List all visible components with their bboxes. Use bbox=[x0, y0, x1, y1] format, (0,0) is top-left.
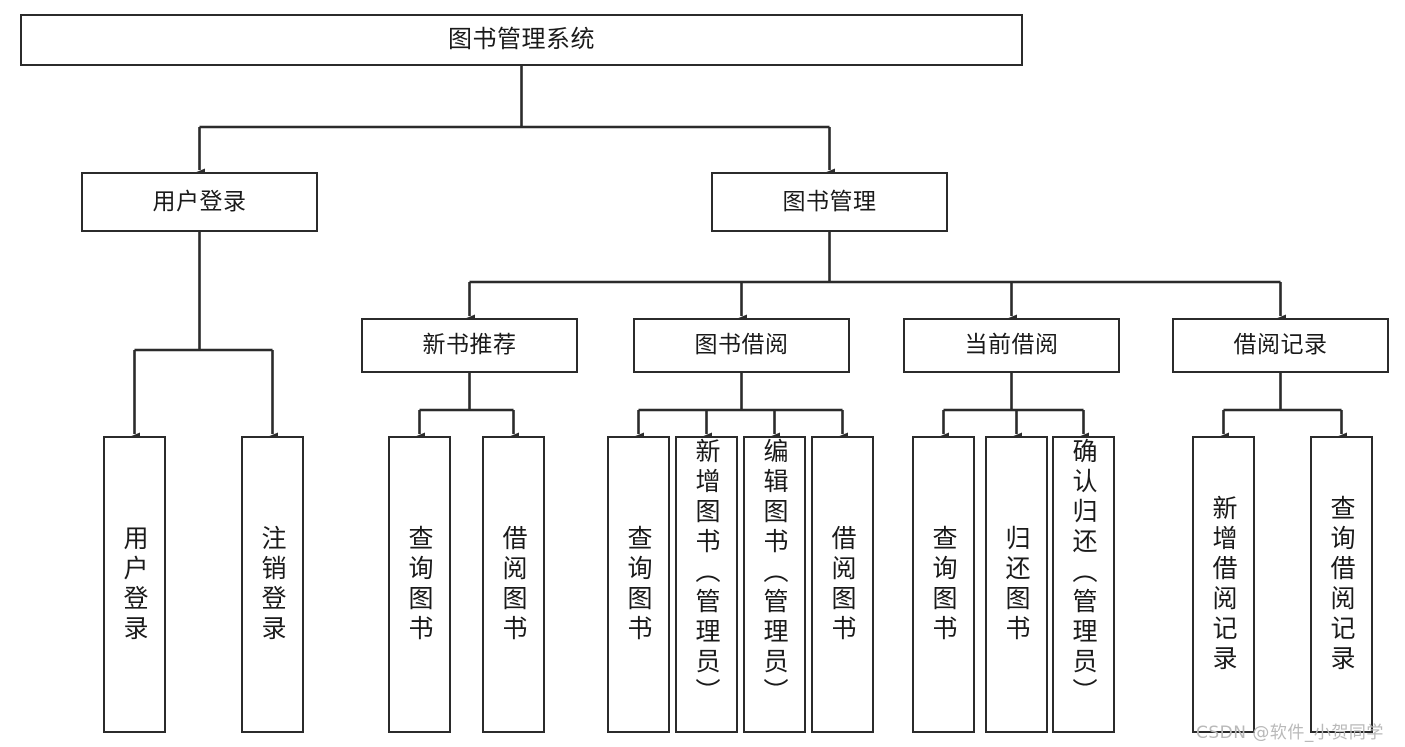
leaf-user-logout-label: 注销登录 bbox=[258, 524, 287, 645]
node-book-manage[interactable]: 图书管理 bbox=[711, 172, 948, 232]
node-current-borrow[interactable]: 当前借阅 bbox=[903, 318, 1120, 373]
leaf-borrow-book-1[interactable]: 借阅图书 bbox=[482, 436, 545, 733]
node-book-borrow-label: 图书借阅 bbox=[694, 332, 789, 359]
leaf-add-book[interactable]: 新增图书（管理员） bbox=[675, 436, 738, 733]
leaf-borrow-book-1-label: 借阅图书 bbox=[499, 524, 528, 645]
leaf-query-record-label: 查询借阅记录 bbox=[1327, 494, 1356, 675]
leaf-add-book-label: 新增图书（管理员） bbox=[692, 438, 721, 708]
leaf-user-login-label: 用户登录 bbox=[120, 524, 149, 645]
leaf-query-book-2-label: 查询图书 bbox=[624, 524, 653, 645]
node-borrow-record-label: 借阅记录 bbox=[1233, 332, 1328, 359]
node-user-login-label: 用户登录 bbox=[152, 188, 247, 215]
leaf-query-book-3-label: 查询图书 bbox=[929, 524, 958, 645]
csdn-watermark: CSDN @软件_小贺同学 bbox=[1196, 723, 1384, 743]
leaf-user-login[interactable]: 用户登录 bbox=[103, 436, 166, 733]
leaf-user-logout[interactable]: 注销登录 bbox=[241, 436, 304, 733]
leaf-borrow-book-2-label: 借阅图书 bbox=[828, 524, 857, 645]
leaf-query-book-3[interactable]: 查询图书 bbox=[912, 436, 975, 733]
node-new-book-recommend-label: 新书推荐 bbox=[422, 332, 517, 359]
leaf-add-record[interactable]: 新增借阅记录 bbox=[1192, 436, 1255, 733]
node-current-borrow-label: 当前借阅 bbox=[964, 332, 1059, 359]
node-borrow-record[interactable]: 借阅记录 bbox=[1172, 318, 1389, 373]
leaf-return-book-label: 归还图书 bbox=[1002, 524, 1031, 645]
leaf-confirm-return-label: 确认归还（管理员） bbox=[1069, 438, 1098, 708]
leaf-confirm-return[interactable]: 确认归还（管理员） bbox=[1052, 436, 1115, 733]
node-book-manage-label: 图书管理 bbox=[782, 188, 877, 215]
node-book-borrow[interactable]: 图书借阅 bbox=[633, 318, 850, 373]
leaf-query-book-1-label: 查询图书 bbox=[405, 524, 434, 645]
leaf-query-record[interactable]: 查询借阅记录 bbox=[1310, 436, 1373, 733]
leaf-edit-book-label: 编辑图书（管理员） bbox=[760, 438, 789, 708]
leaf-query-book-2[interactable]: 查询图书 bbox=[607, 436, 670, 733]
node-root-label: 图书管理系统 bbox=[448, 25, 595, 54]
node-user-login[interactable]: 用户登录 bbox=[81, 172, 318, 232]
node-root[interactable]: 图书管理系统 bbox=[20, 14, 1023, 66]
leaf-edit-book[interactable]: 编辑图书（管理员） bbox=[743, 436, 806, 733]
leaf-borrow-book-2[interactable]: 借阅图书 bbox=[811, 436, 874, 733]
node-new-book-recommend[interactable]: 新书推荐 bbox=[361, 318, 578, 373]
leaf-return-book[interactable]: 归还图书 bbox=[985, 436, 1048, 733]
leaf-add-record-label: 新增借阅记录 bbox=[1209, 494, 1238, 675]
leaf-query-book-1[interactable]: 查询图书 bbox=[388, 436, 451, 733]
